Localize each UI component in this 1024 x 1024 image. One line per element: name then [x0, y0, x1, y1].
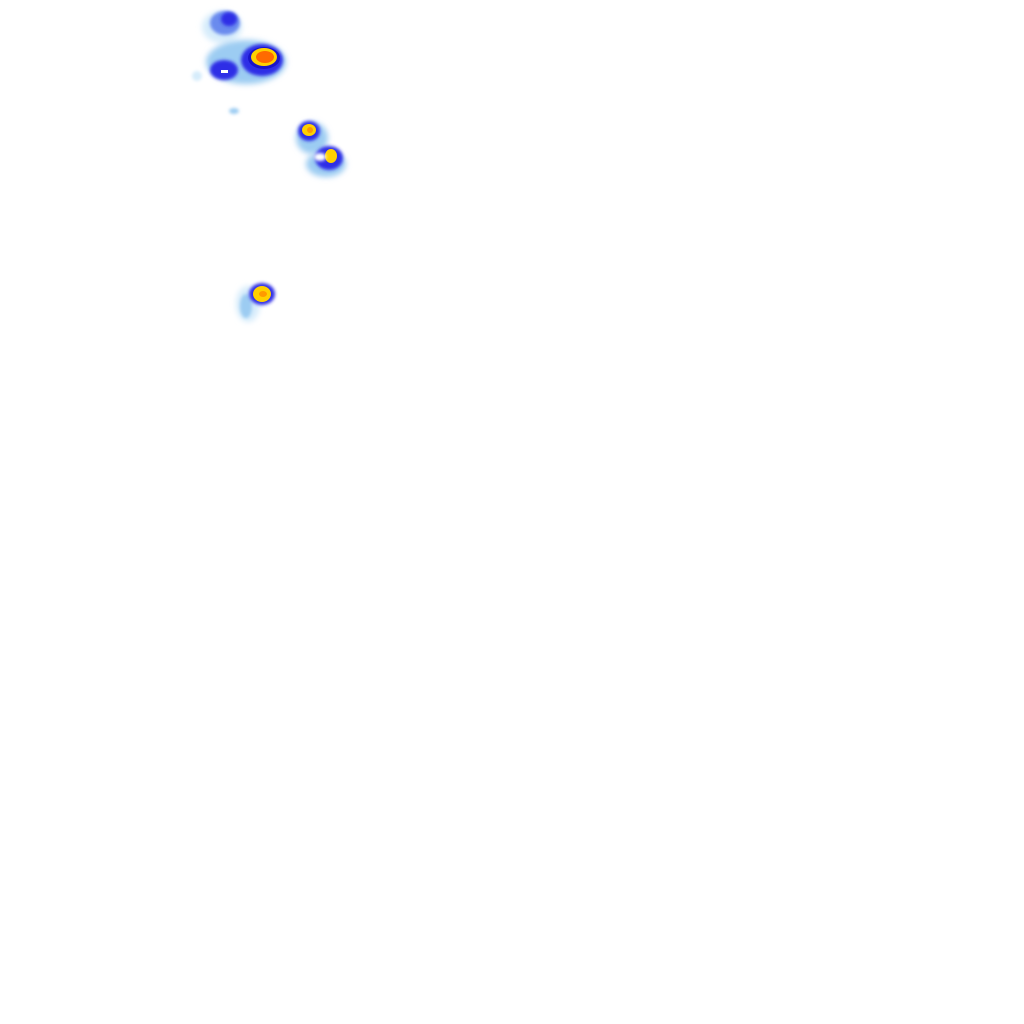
cell-notch	[314, 153, 326, 161]
cell-core	[221, 12, 237, 26]
cell-central-pair-a	[296, 121, 328, 154]
cell-halo-inner	[240, 294, 252, 318]
cell-core	[325, 149, 337, 163]
cell-peak	[256, 51, 274, 63]
cell-gap	[221, 70, 228, 73]
streak	[229, 108, 239, 114]
streak	[192, 71, 202, 81]
cell-northwest-cap	[202, 11, 242, 43]
cell-south	[236, 283, 275, 322]
cell-peak	[307, 127, 313, 133]
cell-central-pair-b	[306, 146, 346, 177]
cell-peak	[259, 291, 267, 297]
cell-north-trailing	[192, 71, 239, 114]
cell-north-core	[206, 40, 286, 84]
